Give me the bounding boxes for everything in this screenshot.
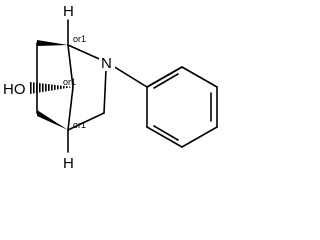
ring-bond-1: [181, 66, 218, 88]
bond-c1-c6-wedge: [37, 40, 68, 46]
ring-bond-3: [181, 126, 218, 148]
bond-c4-c3: [67, 112, 105, 131]
bond-c1-c7: [67, 44, 74, 88]
bond-c5-c4-wedge: [37, 110, 68, 130]
ring-bond-4: [146, 126, 183, 148]
bond-c7-c4: [67, 86, 74, 131]
atom-label-h-top: H: [63, 3, 74, 20]
stereo-label-c7: or1: [63, 77, 76, 87]
bond-n-ch2: [112, 65, 148, 88]
stereo-label-c1: or1: [73, 34, 86, 44]
atom-label-hydroxyl: HO: [3, 81, 26, 98]
stereo-label-c4: or1: [73, 120, 86, 130]
atom-label-h-bottom: H: [63, 155, 74, 172]
bond-c3-n: [103, 69, 107, 114]
ring-bond-6: [146, 66, 183, 88]
ring-double-3: [153, 73, 179, 89]
chemical-structure: H N HO H or1 or1 or1: [2, 3, 218, 172]
bond-c7-oh-hash: [30, 82, 73, 94]
atom-label-nitrogen: N: [101, 55, 112, 72]
ring-double-2: [153, 125, 179, 141]
